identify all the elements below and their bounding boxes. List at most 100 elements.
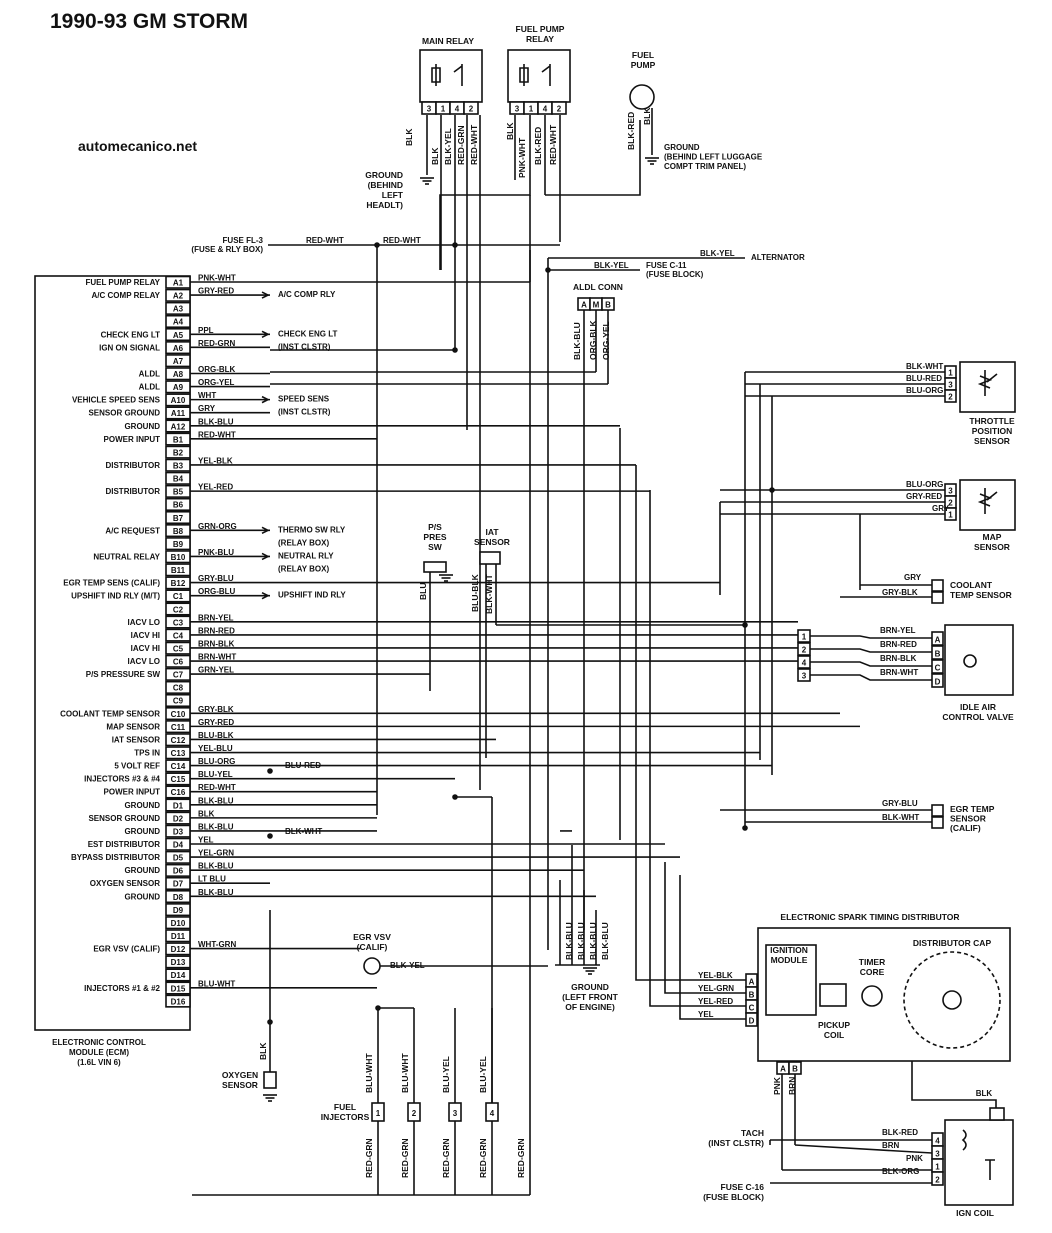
ecm-pin-function: OXYGEN SENSOR — [90, 879, 160, 888]
pin-label: C3 — [173, 618, 184, 627]
wire-color-label: PNK — [772, 1076, 782, 1095]
wire — [439, 180, 531, 270]
wire-color-label: BLK-BLU — [572, 322, 582, 360]
pin-label: C — [749, 1004, 755, 1013]
ignition-module — [765, 944, 817, 1016]
ecm-pin-function: A/C REQUEST — [105, 526, 160, 535]
pin-label: D2 — [173, 814, 184, 823]
wire-color-label: BLK-BLU — [588, 922, 598, 960]
wire-color-label: RED-WHT — [548, 124, 558, 165]
ecm-pin-function: IACV LO — [128, 657, 160, 666]
wire-color-label: BLU-WHT — [198, 979, 235, 988]
wire-color-label: BLK-WHT — [906, 362, 943, 371]
wire-color-label: RED-WHT — [383, 236, 421, 245]
ecm-name: (1.6L VIN 6) — [77, 1058, 121, 1067]
destination-label: (RELAY BOX) — [278, 565, 329, 574]
injectors-label: INJECTORS — [321, 1112, 370, 1122]
fuse-c16-label: FUSE C-16 — [721, 1182, 765, 1192]
fuel-pump-label: PUMP — [631, 60, 656, 70]
ecm-pin — [165, 916, 191, 930]
pin-label: B9 — [173, 540, 184, 549]
ecm-pin-function: SENSOR GROUND — [88, 409, 160, 418]
wire-color-label: GRY-BLK — [882, 588, 918, 597]
egr-vsv-solenoid — [363, 957, 381, 975]
ecm-pin — [165, 837, 191, 851]
wire-color-label: YEL-GRN — [698, 984, 734, 993]
ecm-pin — [165, 327, 191, 342]
wire-color-label: GRY — [932, 504, 950, 513]
fuel-pump-relay-label: RELAY — [526, 34, 554, 44]
splice-dot — [742, 825, 748, 831]
pin-label: C7 — [173, 671, 184, 680]
wire-color-label: BLU-ORG — [906, 480, 943, 489]
wire-color-label: YEL-GRN — [198, 849, 234, 858]
connector-arrow — [261, 526, 270, 535]
ecm-pin — [165, 576, 191, 590]
destination-label: (INST CLSTR) — [278, 408, 331, 417]
ign-coil-tower — [989, 1107, 1005, 1121]
pin-label: C12 — [171, 736, 186, 745]
ecm-pin-function: BYPASS DISTRIBUTOR — [71, 853, 160, 862]
pin-label: C16 — [171, 788, 186, 797]
ecm-pin — [165, 524, 191, 538]
egr-temp-pin — [931, 804, 944, 817]
ground-symbol — [420, 177, 434, 185]
ecm-pin — [165, 772, 191, 786]
ecm-pin-function: IACV LO — [128, 618, 160, 627]
pin-label: B1 — [173, 435, 184, 444]
pin-label: B10 — [171, 553, 186, 562]
wire-color-label: GRY-RED — [906, 492, 942, 501]
ecm-pin — [165, 811, 191, 825]
wire-color-label: YEL-BLK — [698, 971, 733, 980]
ecm-pin — [165, 497, 191, 511]
ecm-pin-function: EST DISTRIBUTOR — [88, 840, 161, 849]
timer-core-label: TIMER — [859, 957, 885, 967]
egr-temp-label: (CALIF) — [950, 823, 981, 833]
wire-color-label: YEL-RED — [698, 997, 733, 1006]
pickup-coil-label: COIL — [824, 1030, 844, 1040]
iacv-pin — [931, 645, 944, 660]
wire-color-label: PNK-WHT — [517, 137, 527, 178]
ecm-pin-function: GROUND — [124, 892, 160, 901]
wire-color-label: BLK-BLU — [600, 922, 610, 960]
wire-color-label: BRN-WHT — [198, 653, 236, 662]
wire-color-label: BRN-YEL — [198, 613, 234, 622]
wire-color-label: BLU-YEL — [198, 770, 233, 779]
fuse-c11-label: FUSE C-11 — [646, 261, 687, 270]
iacv-conn-pin — [797, 655, 811, 669]
coolant-pin — [931, 591, 944, 604]
ecm-pin-function: DISTRIBUTOR — [105, 461, 160, 470]
wire-color-label: WHT — [198, 391, 216, 400]
wire-color-label: ORG-BLK — [198, 365, 236, 374]
site-watermark: automecanico.net — [78, 138, 198, 154]
wire-color-label: GRN-YEL — [198, 666, 234, 675]
pin-label: A5 — [173, 331, 184, 340]
wire-color-label: BRN — [787, 1077, 797, 1095]
pin-label: D6 — [173, 867, 184, 876]
ecm-pin — [165, 720, 191, 734]
ecm-box — [34, 275, 191, 1031]
wire-color-label: BLK-RED — [626, 112, 636, 150]
wire-color-label: GRY-RED — [198, 718, 234, 727]
ecm-pin — [165, 955, 191, 969]
pin-label: 2 — [948, 393, 953, 402]
ecm-pin-function: IAT SENSOR — [112, 735, 161, 744]
fuse-c16-label: (FUSE BLOCK) — [703, 1192, 764, 1202]
ground-headlt-label: LEFT — [382, 190, 404, 200]
pin-label: B6 — [173, 501, 184, 510]
fuel-injector — [407, 1102, 421, 1122]
wire — [679, 875, 746, 1020]
pin-label: D — [935, 678, 941, 687]
distributor-cap-label: DISTRIBUTOR CAP — [913, 938, 992, 948]
ecm-pin-function: EGR TEMP SENS (CALIF) — [63, 579, 160, 588]
pin-label: D4 — [173, 841, 184, 850]
destination-label: A/C COMP RLY — [278, 290, 336, 299]
destination-label: (RELAY BOX) — [278, 538, 329, 547]
wire-color-label: RED-WHT — [198, 783, 236, 792]
pin-label: B4 — [173, 475, 184, 484]
ecm-pin — [165, 615, 191, 629]
injector-number: 3 — [453, 1109, 458, 1118]
wire-color-label: BRN-WHT — [880, 668, 918, 677]
destination-label: (INST CLSTR) — [278, 342, 331, 351]
pin-label: C15 — [171, 775, 186, 784]
